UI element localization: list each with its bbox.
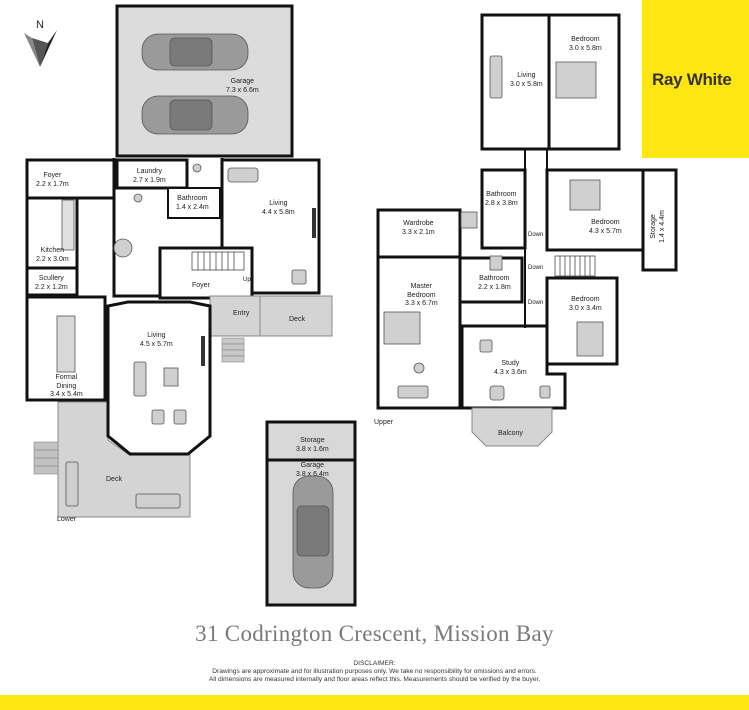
shower-icon: [460, 211, 478, 229]
outdoor-sofa-icon: [135, 493, 181, 509]
kitchen-island-icon: [61, 199, 75, 251]
disclaimer-line-2: All dimensions are measured internally a…: [208, 676, 541, 683]
balcony-label: Balcony: [498, 430, 523, 437]
living-bay-room: [106, 300, 212, 456]
ottoman-icon: [163, 367, 179, 387]
balcony-area: [471, 407, 553, 447]
stairs-icon: [191, 251, 245, 271]
bed-icon: [555, 61, 597, 99]
bed-icon: [569, 179, 601, 211]
compass-letter: N: [36, 19, 44, 31]
stair-down-label: Down: [528, 300, 544, 306]
foyer-mid-label: Foyer: [192, 282, 210, 289]
stair-down-label: Down: [528, 265, 544, 271]
bottom-brand-bar: [0, 695, 749, 710]
chair-icon: [539, 385, 551, 399]
entry-label: Entry: [233, 310, 250, 317]
address-title: 31 Codrington Crescent, Mission Bay: [195, 621, 554, 646]
dining-room: [25, 295, 107, 402]
stair-down-label: Down: [528, 232, 544, 238]
bathroom-upper-room: [480, 168, 527, 250]
sofa-icon: [227, 167, 259, 183]
deck-right-label: Deck: [289, 316, 305, 323]
bed-icon: [383, 311, 421, 345]
car-icon: [141, 33, 249, 135]
car-icon: [292, 475, 334, 589]
dining-table-icon: [56, 315, 76, 373]
armchair-icon: [291, 269, 307, 285]
ottoman-icon: [413, 362, 425, 374]
sofa-icon: [397, 385, 429, 399]
chair-icon: [489, 385, 505, 401]
foyer-mid-room: [158, 246, 254, 300]
bed-icon: [576, 321, 604, 357]
armchair-icon: [151, 409, 165, 425]
chair-icon: [479, 339, 493, 353]
sofa-icon: [489, 55, 503, 99]
brand-logo: Ray White: [652, 70, 732, 89]
storage-upper-room: [641, 168, 678, 272]
stair-up-label: Up: [243, 277, 251, 283]
bathroom-lower-room: [167, 187, 221, 219]
tv-icon: [201, 336, 205, 366]
level-lower-label: Lower: [57, 516, 77, 523]
toilet-icon: [192, 163, 202, 173]
laundry-room: [115, 158, 189, 190]
disclaimer-heading: DISCLAIMER:: [353, 660, 396, 667]
storage-garage-room: [265, 420, 357, 462]
sofa-icon: [133, 361, 147, 397]
round-table-icon: [113, 238, 133, 258]
sink-icon: [133, 193, 143, 203]
armchair-icon: [173, 409, 187, 425]
deck-lower-label: Deck: [106, 476, 122, 483]
compass-icon: [24, 30, 57, 67]
disclaimer-line-1: Drawings are approximate and for illustr…: [212, 668, 537, 675]
entry-area: [209, 295, 261, 337]
outdoor-sofa-icon: [65, 461, 79, 507]
vanity-icon: [489, 255, 503, 271]
tv-icon: [312, 208, 316, 238]
steps-icon: [221, 337, 245, 363]
level-upper-label: Upper: [374, 419, 394, 426]
stairs-icon: [554, 255, 596, 277]
brand-block: [642, 0, 749, 158]
foyer-top-room: [25, 158, 116, 200]
deck-right-area: [259, 295, 333, 337]
scullery-room: [25, 266, 79, 297]
